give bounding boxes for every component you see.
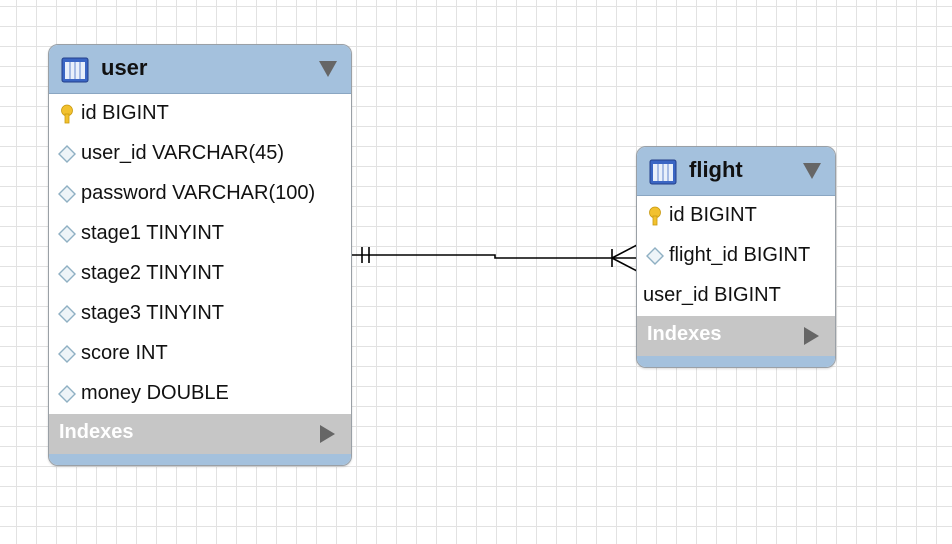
column-label: stage3 TINYINT <box>81 302 225 324</box>
collapse-toggle-icon[interactable] <box>319 61 337 77</box>
column-diamond-icon <box>58 145 76 163</box>
indexes-label: Indexes <box>59 421 134 443</box>
column-label: flight_id BIGINT <box>669 244 811 266</box>
column-row[interactable]: password VARCHAR(100) <box>49 174 351 214</box>
column-diamond-icon <box>58 305 76 323</box>
column-label: id BIGINT <box>669 204 757 226</box>
indexes-section[interactable]: Indexes <box>49 414 351 454</box>
table-flight-header[interactable]: flight <box>637 147 835 196</box>
column-row[interactable]: flight_id BIGINT <box>637 236 835 276</box>
crowfoot-upper <box>611 244 638 259</box>
primary-key-icon <box>649 206 661 226</box>
column-row[interactable]: stage1 TINYINT <box>49 214 351 254</box>
column-row[interactable]: user_id VARCHAR(45) <box>49 134 351 174</box>
column-row[interactable]: user_id BIGINT <box>637 276 835 316</box>
column-diamond-icon <box>58 185 76 203</box>
column-row[interactable]: stage2 TINYINT <box>49 254 351 294</box>
column-label: id BIGINT <box>81 102 169 124</box>
column-diamond-icon <box>58 385 76 403</box>
table-user-footer <box>49 454 351 465</box>
indexes-label: Indexes <box>647 323 722 345</box>
table-user-title: user <box>101 55 148 80</box>
expand-arrow-icon[interactable] <box>320 425 335 443</box>
column-row[interactable]: id BIGINT <box>49 94 351 134</box>
table-flight-title: flight <box>689 157 743 182</box>
table-user-header[interactable]: user <box>49 45 351 94</box>
indexes-section[interactable]: Indexes <box>637 316 835 356</box>
table-flight-footer <box>637 356 835 367</box>
column-diamond-icon <box>646 247 664 265</box>
column-label: password VARCHAR(100) <box>81 182 316 204</box>
column-diamond-icon <box>58 345 76 363</box>
table-user[interactable]: user id BIGINT user_id VARCHAR(45) passw… <box>48 44 352 466</box>
primary-key-icon <box>61 104 73 124</box>
collapse-toggle-icon[interactable] <box>803 163 821 179</box>
table-icon <box>649 159 677 185</box>
column-row[interactable]: id BIGINT <box>637 196 835 236</box>
column-row[interactable]: money DOUBLE <box>49 374 351 414</box>
column-label: user_id VARCHAR(45) <box>81 142 285 164</box>
column-label: stage1 TINYINT <box>81 222 225 244</box>
column-label: money DOUBLE <box>81 382 229 404</box>
column-label: user_id BIGINT <box>643 284 781 306</box>
column-diamond-icon <box>58 225 76 243</box>
column-label: score INT <box>81 342 168 364</box>
table-flight[interactable]: flight id BIGINT flight_id BIGINT user_i… <box>636 146 836 368</box>
column-row[interactable]: stage3 TINYINT <box>49 294 351 334</box>
expand-arrow-icon[interactable] <box>804 327 819 345</box>
table-icon <box>61 57 89 83</box>
column-row[interactable]: score INT <box>49 334 351 374</box>
crowfoot-lower <box>611 257 638 272</box>
column-label: stage2 TINYINT <box>81 262 225 284</box>
column-diamond-icon <box>58 265 76 283</box>
